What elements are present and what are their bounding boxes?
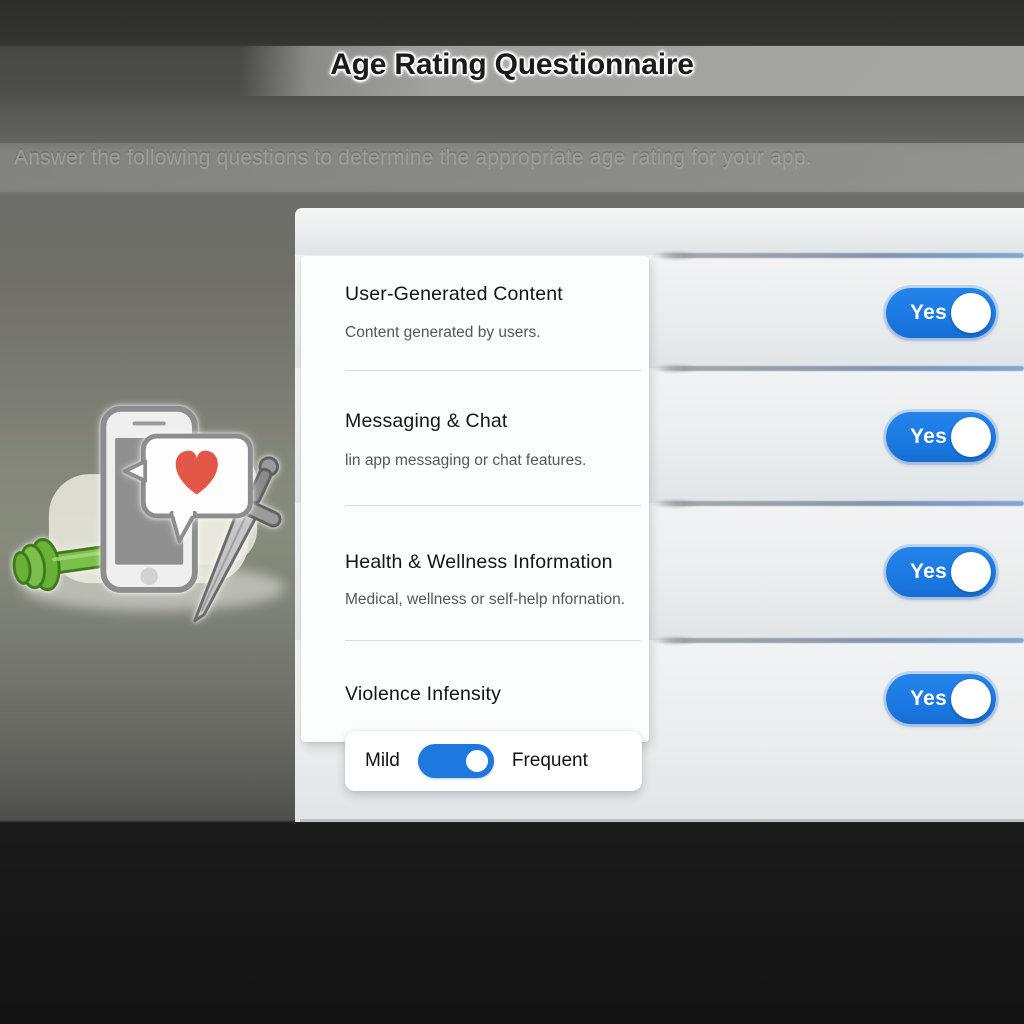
heart-icon [175, 450, 218, 495]
page-title: Age Rating Questionnaire [330, 48, 694, 81]
toggle-knob [951, 417, 991, 457]
violence-intensity-selector: Mild Frequent [345, 731, 642, 791]
row-separator [650, 635, 1024, 646]
question-title-messaging-chat: Messaging & Chat [345, 410, 508, 432]
question-description: Content generated by users. [345, 324, 541, 341]
toggle-label: Yes [910, 301, 948, 324]
toggle-knob [951, 679, 991, 719]
questions-card: User-Generated Content Content generated… [301, 256, 649, 742]
toggle-knob [951, 552, 991, 592]
question-title-violence-intensity: Violence Infensity [345, 683, 502, 705]
question-title-health-wellness: Health & Wellness Information [345, 551, 613, 573]
row-separator [650, 363, 1024, 374]
background-light-band-top [0, 46, 1024, 96]
intensity-switch[interactable] [417, 744, 494, 778]
question-description: lin app messaging or chat features. [345, 452, 587, 469]
question-divider [345, 505, 641, 506]
dumbbell-icon [12, 538, 125, 592]
row-separator [650, 250, 1024, 261]
toggle-health-wellness[interactable]: Yes [886, 547, 996, 597]
toggle-user-generated-content[interactable]: Yes [886, 288, 996, 338]
question-title-user-generated-content: User-Generated Content [345, 283, 563, 305]
intensity-mild-label: Mild [365, 750, 400, 771]
background-light-band-subtitle [0, 143, 1024, 192]
toggle-messaging-chat[interactable]: Yes [886, 412, 996, 462]
heart-message-bubble-icon [122, 433, 253, 544]
intensity-frequent-label: Frequent [511, 750, 588, 771]
toggle-label: Yes [910, 560, 948, 583]
toggle-violence-intensity[interactable]: Yes [886, 674, 996, 724]
question-description: Medical, wellness or self-help nfornatio… [345, 591, 625, 608]
panel-bottom-edge [300, 819, 1024, 822]
question-divider [345, 640, 641, 641]
toggle-label: Yes [910, 687, 948, 710]
intensity-switch-knob [461, 746, 492, 776]
toggle-label: Yes [910, 425, 948, 448]
page-subtitle: Answer the following questions to determ… [14, 146, 812, 169]
question-divider [345, 370, 641, 371]
row-separator [650, 498, 1024, 509]
toggle-knob [951, 293, 991, 333]
app-content-illustration [12, 405, 286, 623]
